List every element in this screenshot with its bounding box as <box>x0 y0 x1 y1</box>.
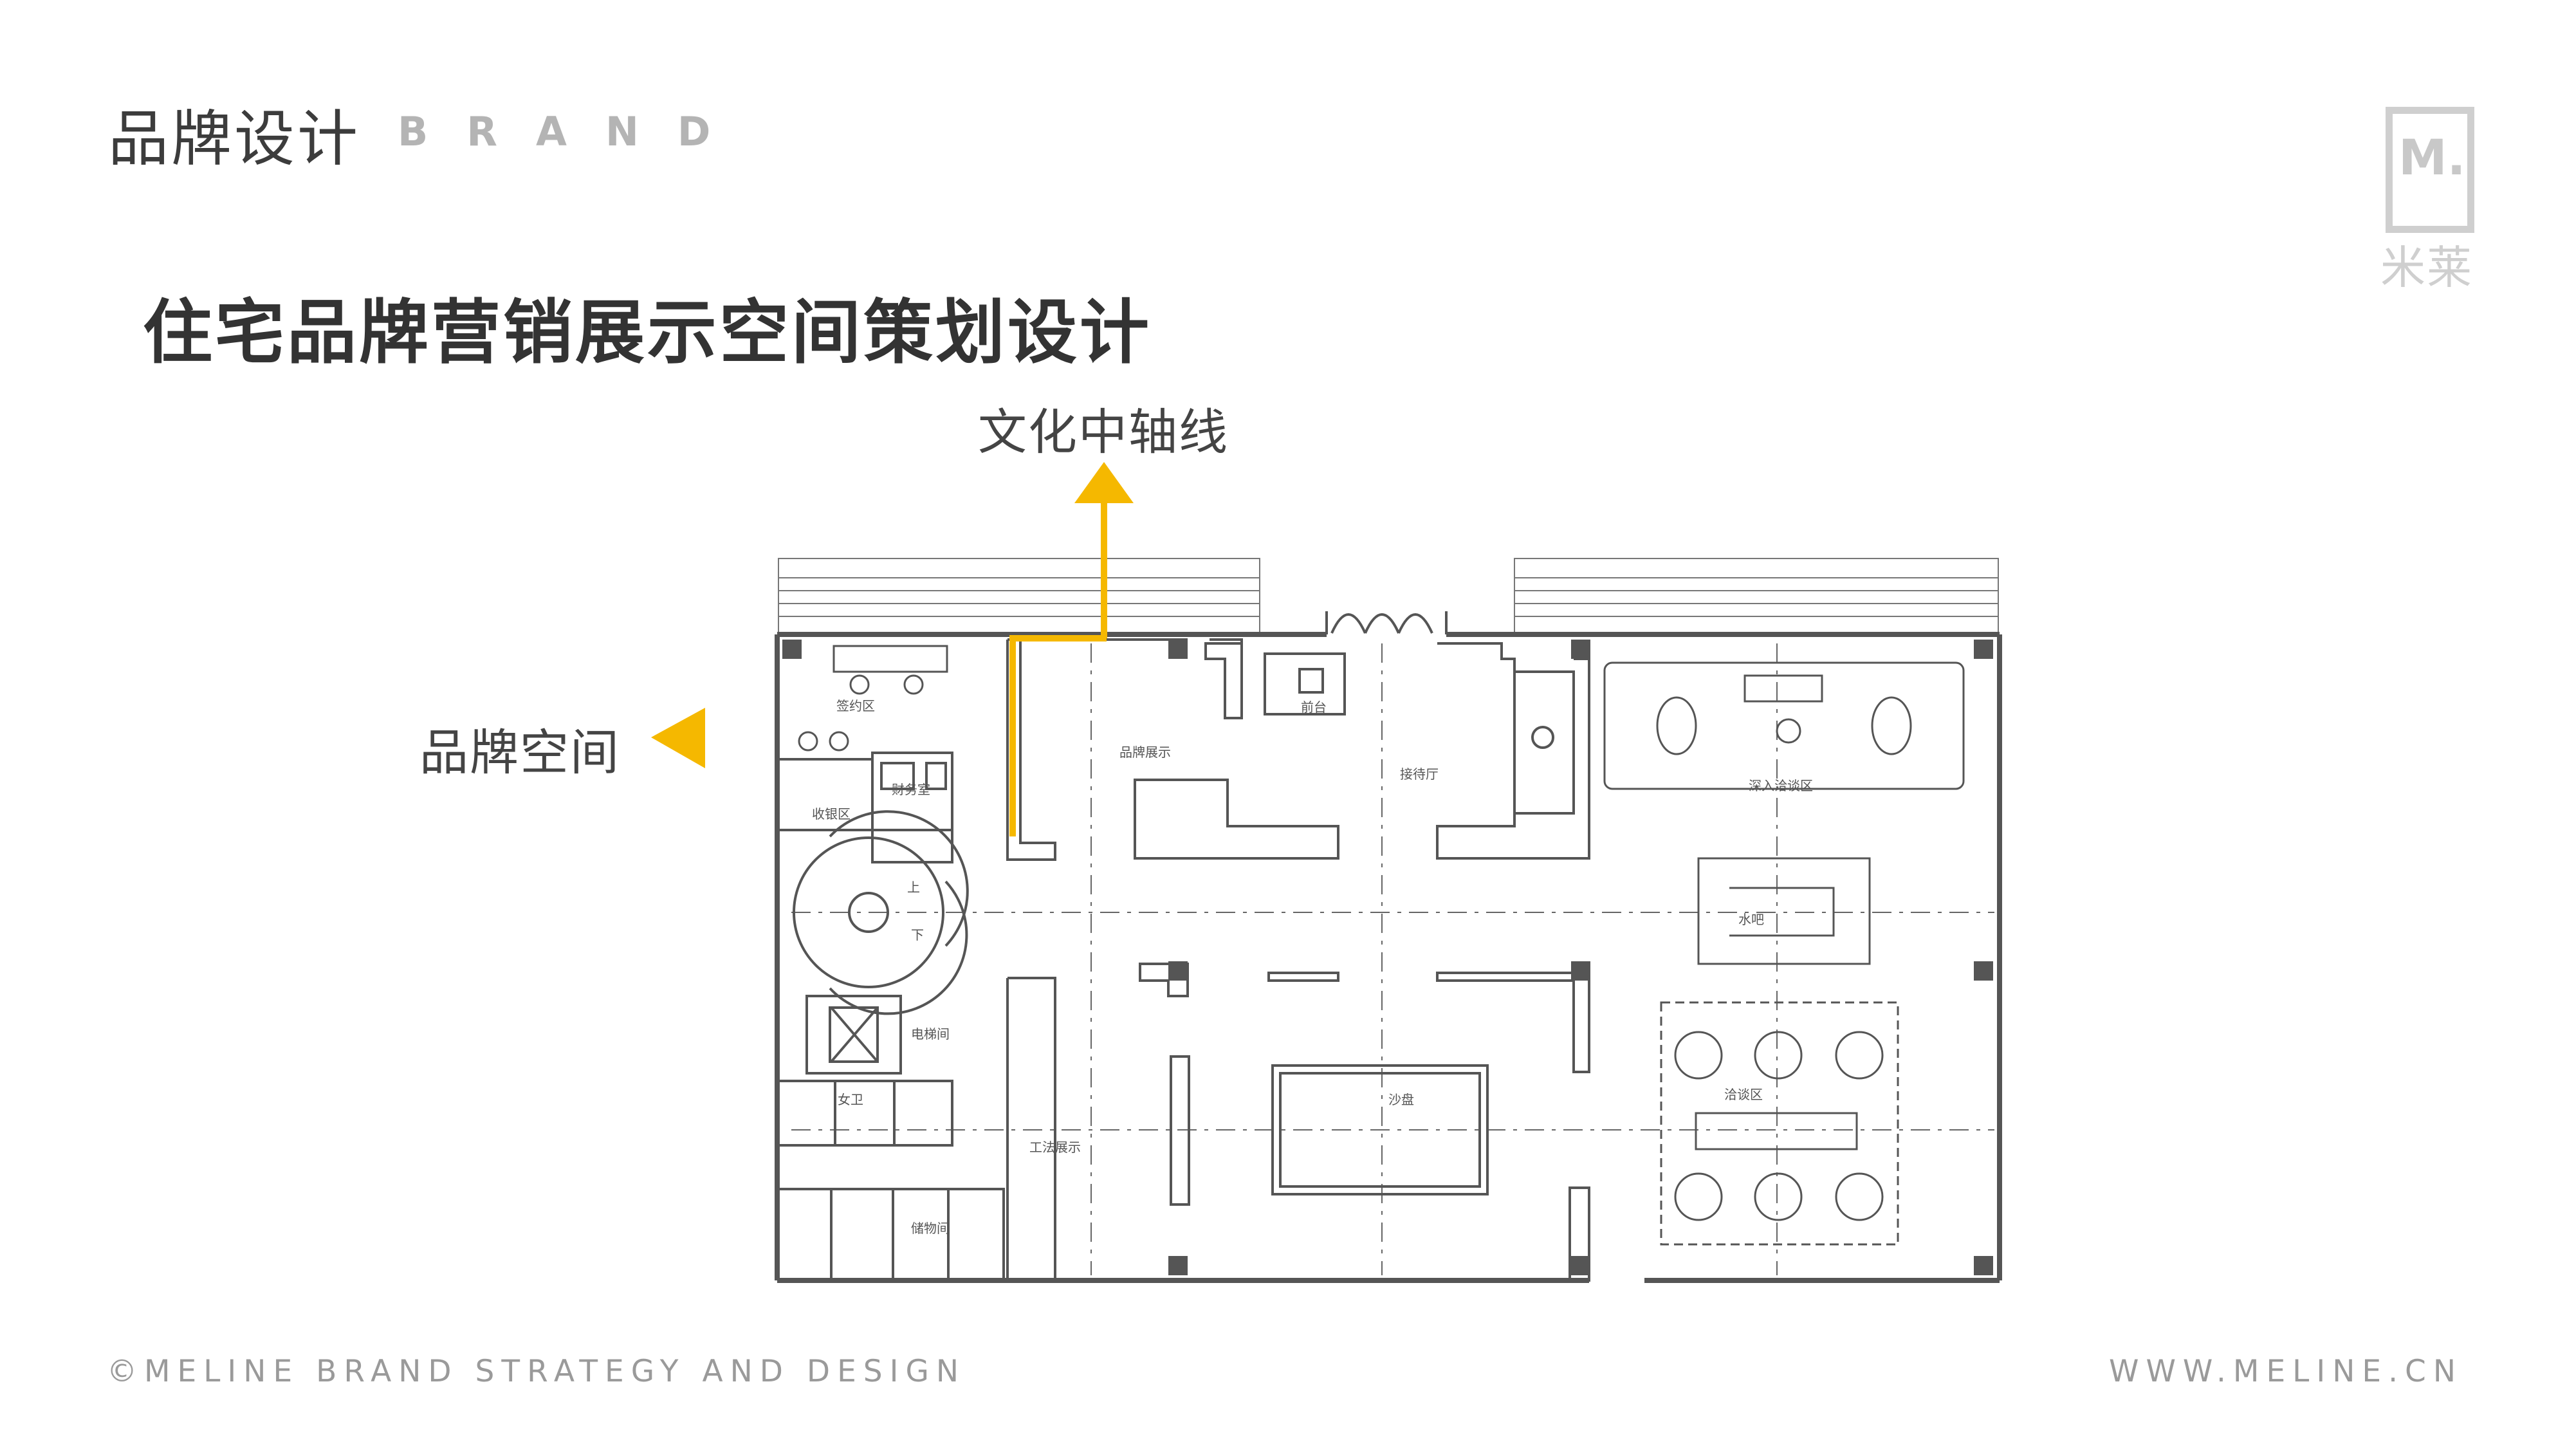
room-label-cashier: 收银区 <box>812 806 851 822</box>
culture-axis-highlight <box>1009 462 1134 836</box>
section-title: 品牌设计 <box>108 104 361 174</box>
room-label-brand-display: 品牌展示 <box>1119 744 1171 760</box>
section-title-en: BRAND <box>398 108 750 155</box>
entrance-doors <box>1325 611 1448 634</box>
room-label-reception-desk: 前台 <box>1301 699 1327 715</box>
room-label-signing: 签约区 <box>836 698 875 714</box>
axis-lines <box>791 643 1994 1275</box>
room-label-elevator: 电梯间 <box>911 1026 950 1042</box>
water-bar-furniture <box>1697 857 1871 965</box>
room-label-finance: 财务室 <box>892 782 930 797</box>
interior-walls <box>777 638 1590 1282</box>
footer-url[interactable]: WWW.MELINE.CN <box>2108 1354 2463 1389</box>
stair-label-down: 下 <box>911 927 924 943</box>
culture-axis-label: 文化中轴线 <box>978 403 1229 461</box>
stair-label-up: 上 <box>907 880 920 895</box>
negotiation-furniture <box>1660 1001 1899 1246</box>
terrace-right <box>1514 558 1999 635</box>
room-label-reception-hall: 接待厅 <box>1400 766 1439 782</box>
brand-logo-name: 米莱 <box>2380 241 2473 294</box>
brand-logo-frame <box>2386 107 2474 233</box>
room-label-female-wc: 女卫 <box>838 1092 863 1107</box>
room-label-sand-table: 沙盘 <box>1388 1092 1414 1107</box>
room-label-water-bar: 水吧 <box>1738 912 1764 927</box>
room-label-deep-talk: 深入洽谈区 <box>1749 778 1813 793</box>
brand-space-label: 品牌空间 <box>419 724 620 781</box>
deep-talk-furniture <box>1603 661 1965 790</box>
room-label-craft-display: 工法展示 <box>1029 1140 1081 1155</box>
outer-walls <box>775 632 2002 1283</box>
page-title: 住宅品牌营销展示空间策划设计 <box>143 293 1152 373</box>
room-label-negotiation: 洽谈区 <box>1724 1087 1763 1102</box>
brand-space-arrow <box>651 708 1004 768</box>
room-label-storage: 储物间 <box>911 1221 950 1236</box>
terrace-left <box>778 558 1260 635</box>
brand-logo-mark: M. <box>2398 129 2466 186</box>
footer-copyright: ©MELINE BRAND STRATEGY AND DESIGN <box>107 1354 966 1389</box>
